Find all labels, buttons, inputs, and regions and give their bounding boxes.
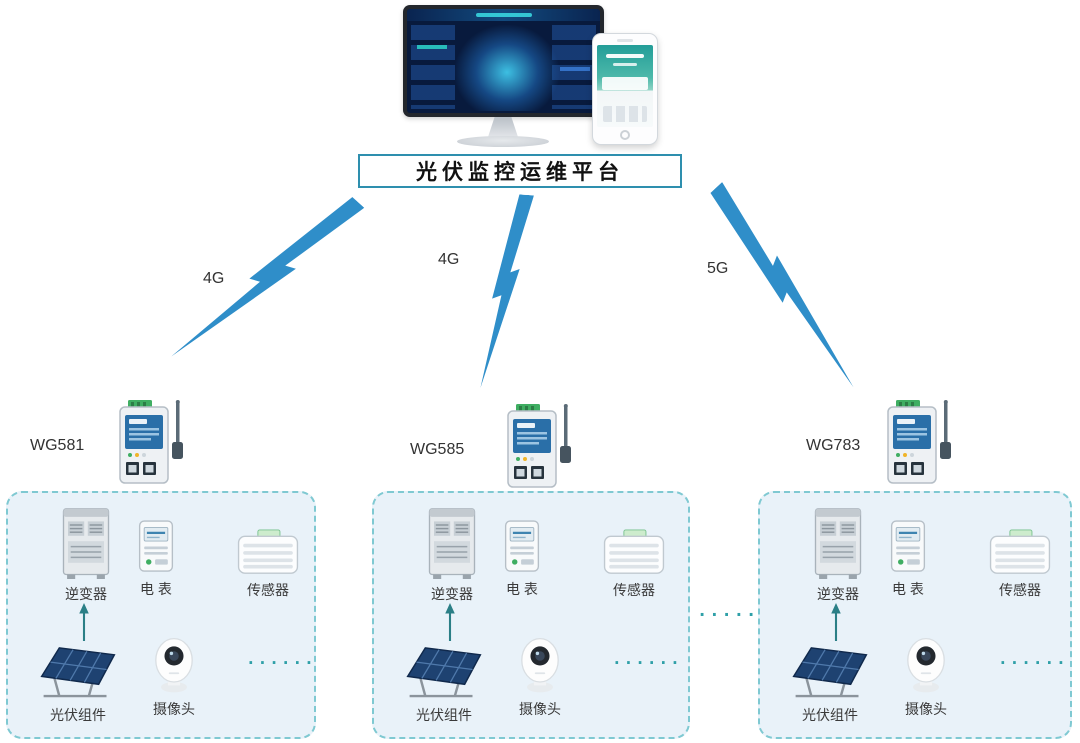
dashboard-header-bar [407,9,600,21]
camera-icon [900,637,952,694]
solar-panel-icon [37,643,119,700]
dashboard-chart-bar [417,45,447,49]
meter-node: 电 表 [876,519,940,599]
meter-label: 电 表 [892,581,924,597]
inverter-label: 逆变器 [817,586,859,602]
mobile-app-screen [597,44,653,128]
site-box-3: 逆变器 电 表 传感器 光伏组件 摄像头 ...... [758,491,1072,739]
inverter-icon [59,507,113,579]
up-arrow-icon [78,603,90,641]
meter-node: 电 表 [490,519,554,599]
electric-meter-icon [502,519,542,574]
meter-label: 电 表 [506,581,538,597]
dashboard-map-glow [455,25,559,111]
gateway-name: WG585 [410,441,465,458]
ellipsis: ...... [246,649,316,668]
lightning-bolt-icon [171,178,364,386]
app-title-line [606,53,644,58]
gateway-router-icon [112,398,196,490]
gateway-router-icon [880,398,964,490]
dashboard-screen [407,9,600,113]
gateway-name: WG581 [30,437,85,454]
link-label-4g: 4G [438,251,460,268]
sensor-label: 传感器 [247,582,289,598]
camera-icon [148,637,200,694]
solar-panel-icon [789,643,871,700]
monitor-stand-neck [488,117,518,137]
monitor [403,5,604,117]
site-box-1: 逆变器 电 表 传感器 光伏组件 摄像头 ...... [6,491,316,739]
sensor-node: 传感器 [226,529,310,600]
ellipsis-between-sites: ...... [697,601,771,621]
dashboard-left-panels [411,25,455,109]
monitor-stand-base [457,136,549,147]
sensor-node: 传感器 [978,529,1062,600]
lightning-bolt-icon [690,182,886,388]
electric-meter-icon [888,519,928,574]
gateway-router-icon [500,402,584,494]
app-card [602,76,648,90]
camera-node: 摄像头 [892,637,960,719]
inverter-node: 逆变器 [412,507,492,604]
pv-module-node: 光伏组件 [30,643,126,725]
sensor-label: 传感器 [999,582,1041,598]
platform-title: 光伏监控运维平台 [358,154,682,188]
electric-meter-icon [136,519,176,574]
camera-node: 摄像头 [506,637,574,719]
sensor-node: 传感器 [592,529,676,600]
phone-home-button [620,130,630,140]
gateway-name: WG783 [806,437,861,454]
inverter-node: 逆变器 [798,507,878,604]
camera-label: 摄像头 [153,701,195,717]
link-label-5g: 5G [707,260,729,277]
sensor-icon [598,529,670,575]
meter-label: 电 表 [140,581,172,597]
pv-module-node: 光伏组件 [782,643,878,725]
pv-module-label: 光伏组件 [50,707,106,723]
sensor-icon [984,529,1056,575]
sensor-icon [232,529,304,575]
up-arrow-icon [830,603,842,641]
camera-label: 摄像头 [519,701,561,717]
ellipsis: ...... [612,649,682,668]
camera-icon [514,637,566,694]
app-subtitle-line [613,62,637,66]
up-arrow-icon [444,603,456,641]
ellipsis: ...... [998,649,1068,668]
smartphone [592,33,658,145]
inverter-label: 逆变器 [65,586,107,602]
sensor-label: 传感器 [613,582,655,598]
solar-panel-icon [403,643,485,700]
phone-speaker [617,39,633,42]
dashboard-chart-bar [560,67,590,71]
camera-node: 摄像头 [140,637,208,719]
inverter-icon [811,507,865,579]
app-icon-grid [603,106,647,123]
site-box-2: 逆变器 电 表 传感器 光伏组件 摄像头 ...... [372,491,690,739]
meter-node: 电 表 [124,519,188,599]
camera-label: 摄像头 [905,701,947,717]
pv-module-label: 光伏组件 [802,707,858,723]
pv-module-node: 光伏组件 [396,643,492,725]
pv-module-label: 光伏组件 [416,707,472,723]
inverter-icon [425,507,479,579]
link-label-4g: 4G [203,270,225,287]
inverter-label: 逆变器 [431,586,473,602]
inverter-node: 逆变器 [46,507,126,604]
lightning-bolt-icon [480,193,534,391]
